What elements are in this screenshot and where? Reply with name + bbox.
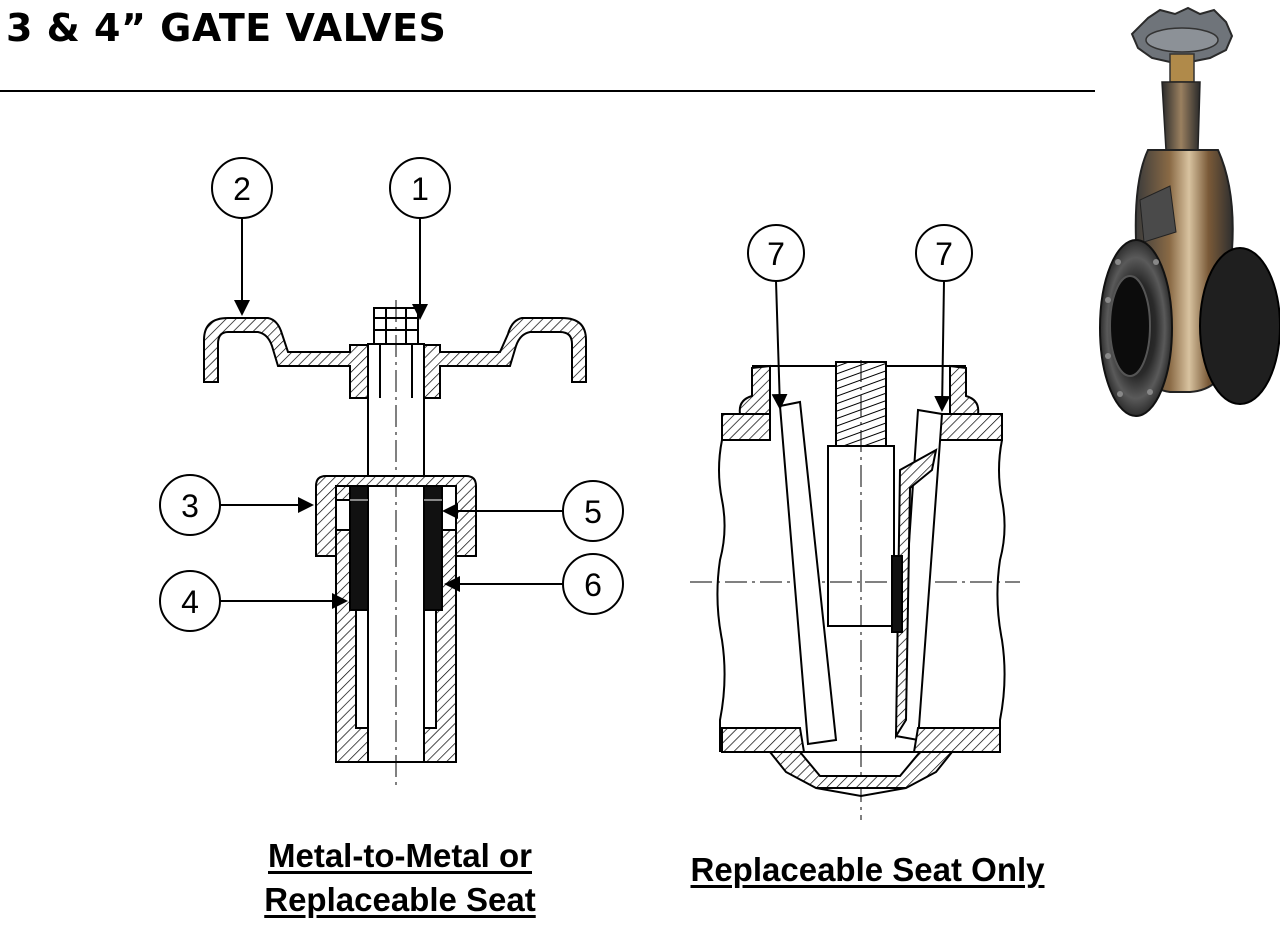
lower-body: [721, 727, 806, 753]
gate-valve-photo: [1099, 6, 1280, 417]
svg-text:4: 4: [181, 584, 199, 620]
svg-text:5: 5: [584, 494, 602, 530]
caption-line-1: Metal-to-Metal or: [268, 837, 532, 874]
callout-4: 4: [159, 570, 348, 632]
callout-3: 3: [159, 474, 314, 536]
handwheel-stem-assembly: [203, 300, 587, 790]
svg-text:7: 7: [935, 236, 953, 272]
callout-7-left: 7: [747, 224, 805, 410]
svg-text:7: 7: [767, 236, 785, 272]
svg-text:2: 2: [233, 171, 251, 207]
title-divider: [0, 90, 1095, 92]
callout-1: 1: [389, 157, 451, 320]
packing-right: [423, 485, 443, 611]
right-diagram-caption: Replaceable Seat Only: [690, 851, 1045, 888]
caption-line-2: Replaceable Seat: [264, 881, 536, 918]
svg-text:1: 1: [411, 171, 429, 207]
packing-left: [349, 485, 369, 611]
seat-ring: [891, 555, 903, 633]
callout-6: 6: [444, 553, 624, 615]
svg-text:3: 3: [181, 488, 199, 524]
left-diagram-caption: Metal-to-Metal or Replaceable Seat: [205, 834, 595, 922]
svg-text:6: 6: [584, 567, 602, 603]
callout-5: 5: [442, 480, 624, 542]
upper-flange: [721, 413, 771, 441]
gate-body-section: [690, 360, 1020, 820]
page-title: 3 & 4” GATE VALVES: [6, 6, 447, 50]
callout-2: 2: [211, 157, 273, 316]
callout-7-right: 7: [915, 224, 973, 412]
gate-wedge-left: [778, 400, 838, 746]
